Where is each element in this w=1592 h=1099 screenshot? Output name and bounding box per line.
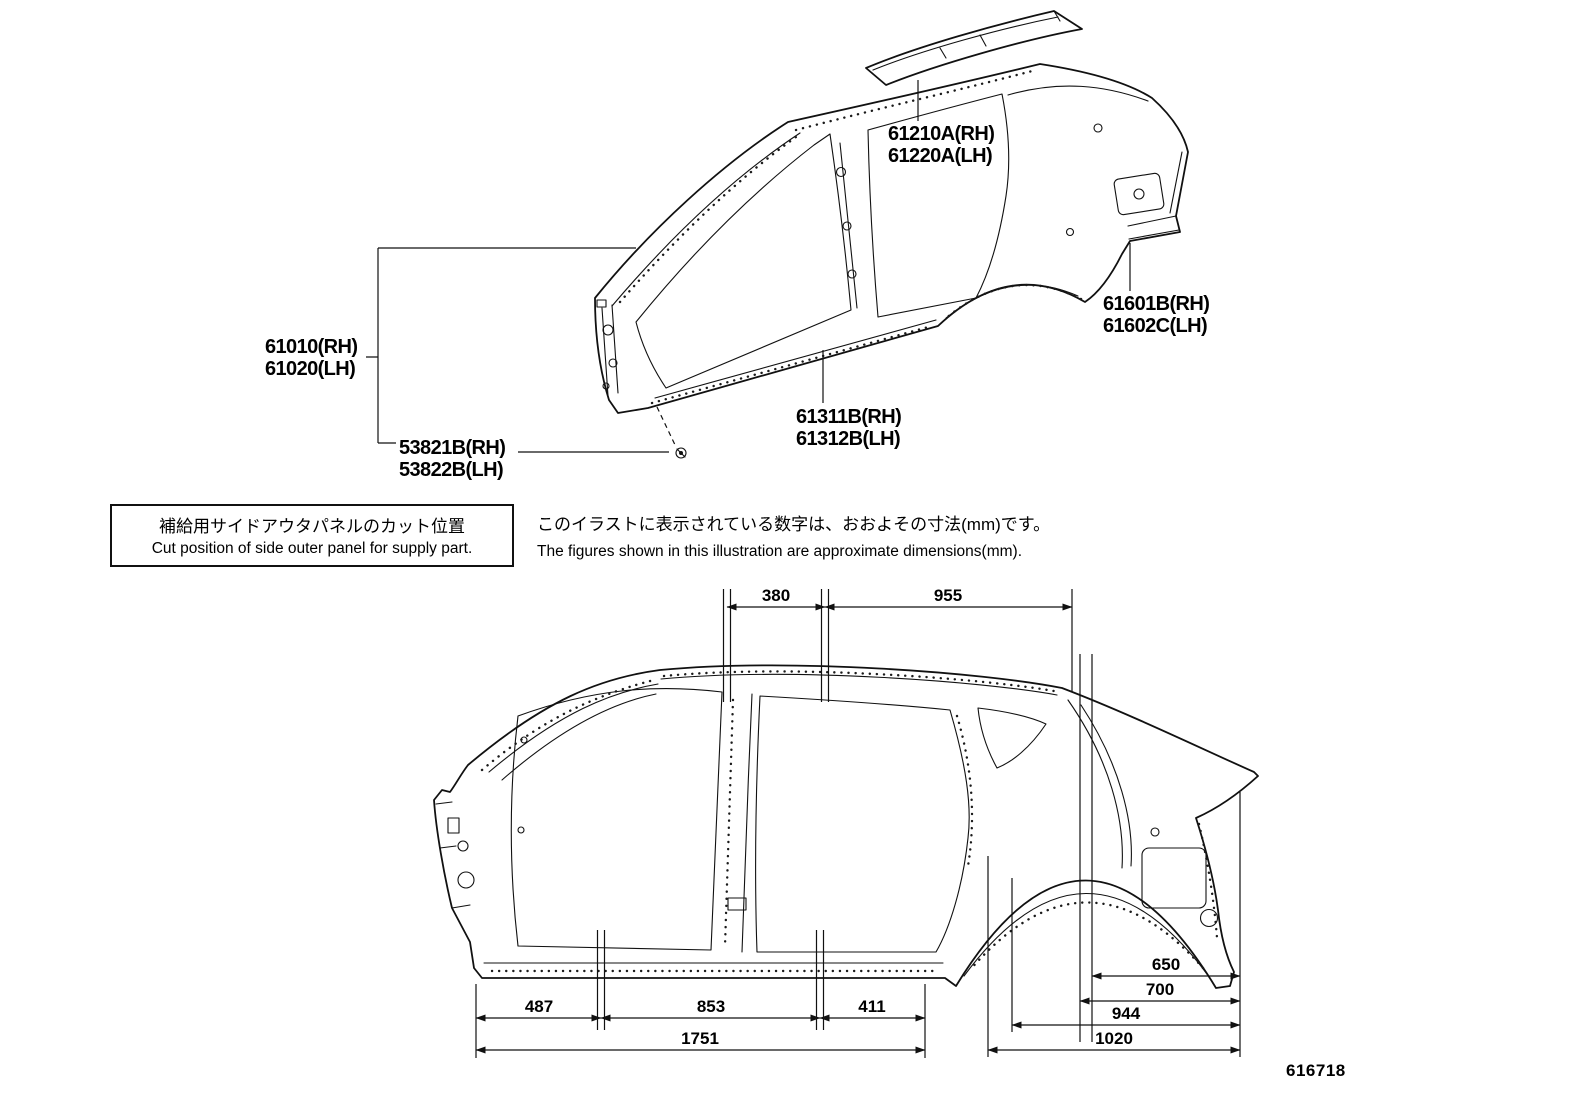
dimension-lines — [475, 589, 1241, 1058]
lower-side-view — [433, 664, 1259, 989]
dim-rocker-total: 1751 — [679, 1029, 721, 1049]
drawing-number: 616718 — [1286, 1061, 1346, 1080]
part-label-cut-clip: 53821B(RH) 53822B(LH) — [399, 437, 506, 481]
dim-rear-d: 1020 — [1093, 1029, 1135, 1049]
part-number-cut-clip-rh: 53821B(RH) — [399, 437, 506, 459]
dim-rear-a: 650 — [1149, 955, 1183, 975]
dim-roof-rear: 955 — [931, 586, 965, 606]
part-number-cut-clip-lh: 53822B(LH) — [399, 459, 504, 481]
part-number-quarter-outer-rh: 61601B(RH) — [1103, 293, 1210, 315]
dim-rocker-mid: 853 — [694, 997, 728, 1017]
dimension-note-english: The figures shown in this illustration a… — [537, 543, 1023, 560]
body-side-panel-part — [594, 63, 1189, 414]
dim-rear-b: 700 — [1143, 980, 1177, 1000]
cut-position-note-box: 補給用サイドアウタパネルのカット位置 Cut position of side … — [110, 504, 514, 567]
part-label-leaders — [366, 80, 1131, 459]
part-label-side-panel: 61010(RH) 61020(LH) — [265, 336, 358, 380]
part-number-roof-rail-lh: 61220A(LH) — [888, 145, 993, 167]
part-number-rocker-outer-rh: 61311B(RH) — [796, 406, 902, 428]
part-label-roof-rail: 61210A(RH) 61220A(LH) — [888, 123, 995, 167]
part-number-side-panel-rh: 61010(RH) — [265, 336, 358, 358]
part-number-roof-rail-rh: 61210A(RH) — [888, 123, 995, 145]
part-label-rocker-outer: 61311B(RH) 61312B(LH) — [796, 406, 902, 450]
cut-note-english: Cut position of side outer panel for sup… — [151, 540, 473, 557]
part-number-rocker-outer-lh: 61312B(LH) — [796, 428, 901, 450]
part-label-quarter-outer: 61601B(RH) 61602C(LH) — [1103, 293, 1210, 337]
dim-rear-c: 944 — [1109, 1004, 1143, 1024]
dimension-note: このイラストに表示されている数字は、おおよその寸法(mm)です。 The fig… — [537, 510, 1050, 561]
dim-roof-front: 380 — [759, 586, 793, 606]
cut-clip-bolt — [675, 447, 687, 459]
dim-rocker-front: 487 — [522, 997, 556, 1017]
dim-rocker-rear: 411 — [856, 997, 888, 1017]
dimension-note-japanese: このイラストに表示されている数字は、おおよその寸法(mm)です。 — [537, 515, 1051, 534]
part-number-quarter-outer-lh: 61602C(LH) — [1103, 315, 1208, 337]
cut-note-japanese: 補給用サイドアウタパネルのカット位置 — [159, 517, 465, 536]
roof-side-rail-part — [865, 10, 1083, 86]
part-number-side-panel-lh: 61020(LH) — [265, 358, 356, 380]
upper-isometric-view — [366, 10, 1189, 459]
